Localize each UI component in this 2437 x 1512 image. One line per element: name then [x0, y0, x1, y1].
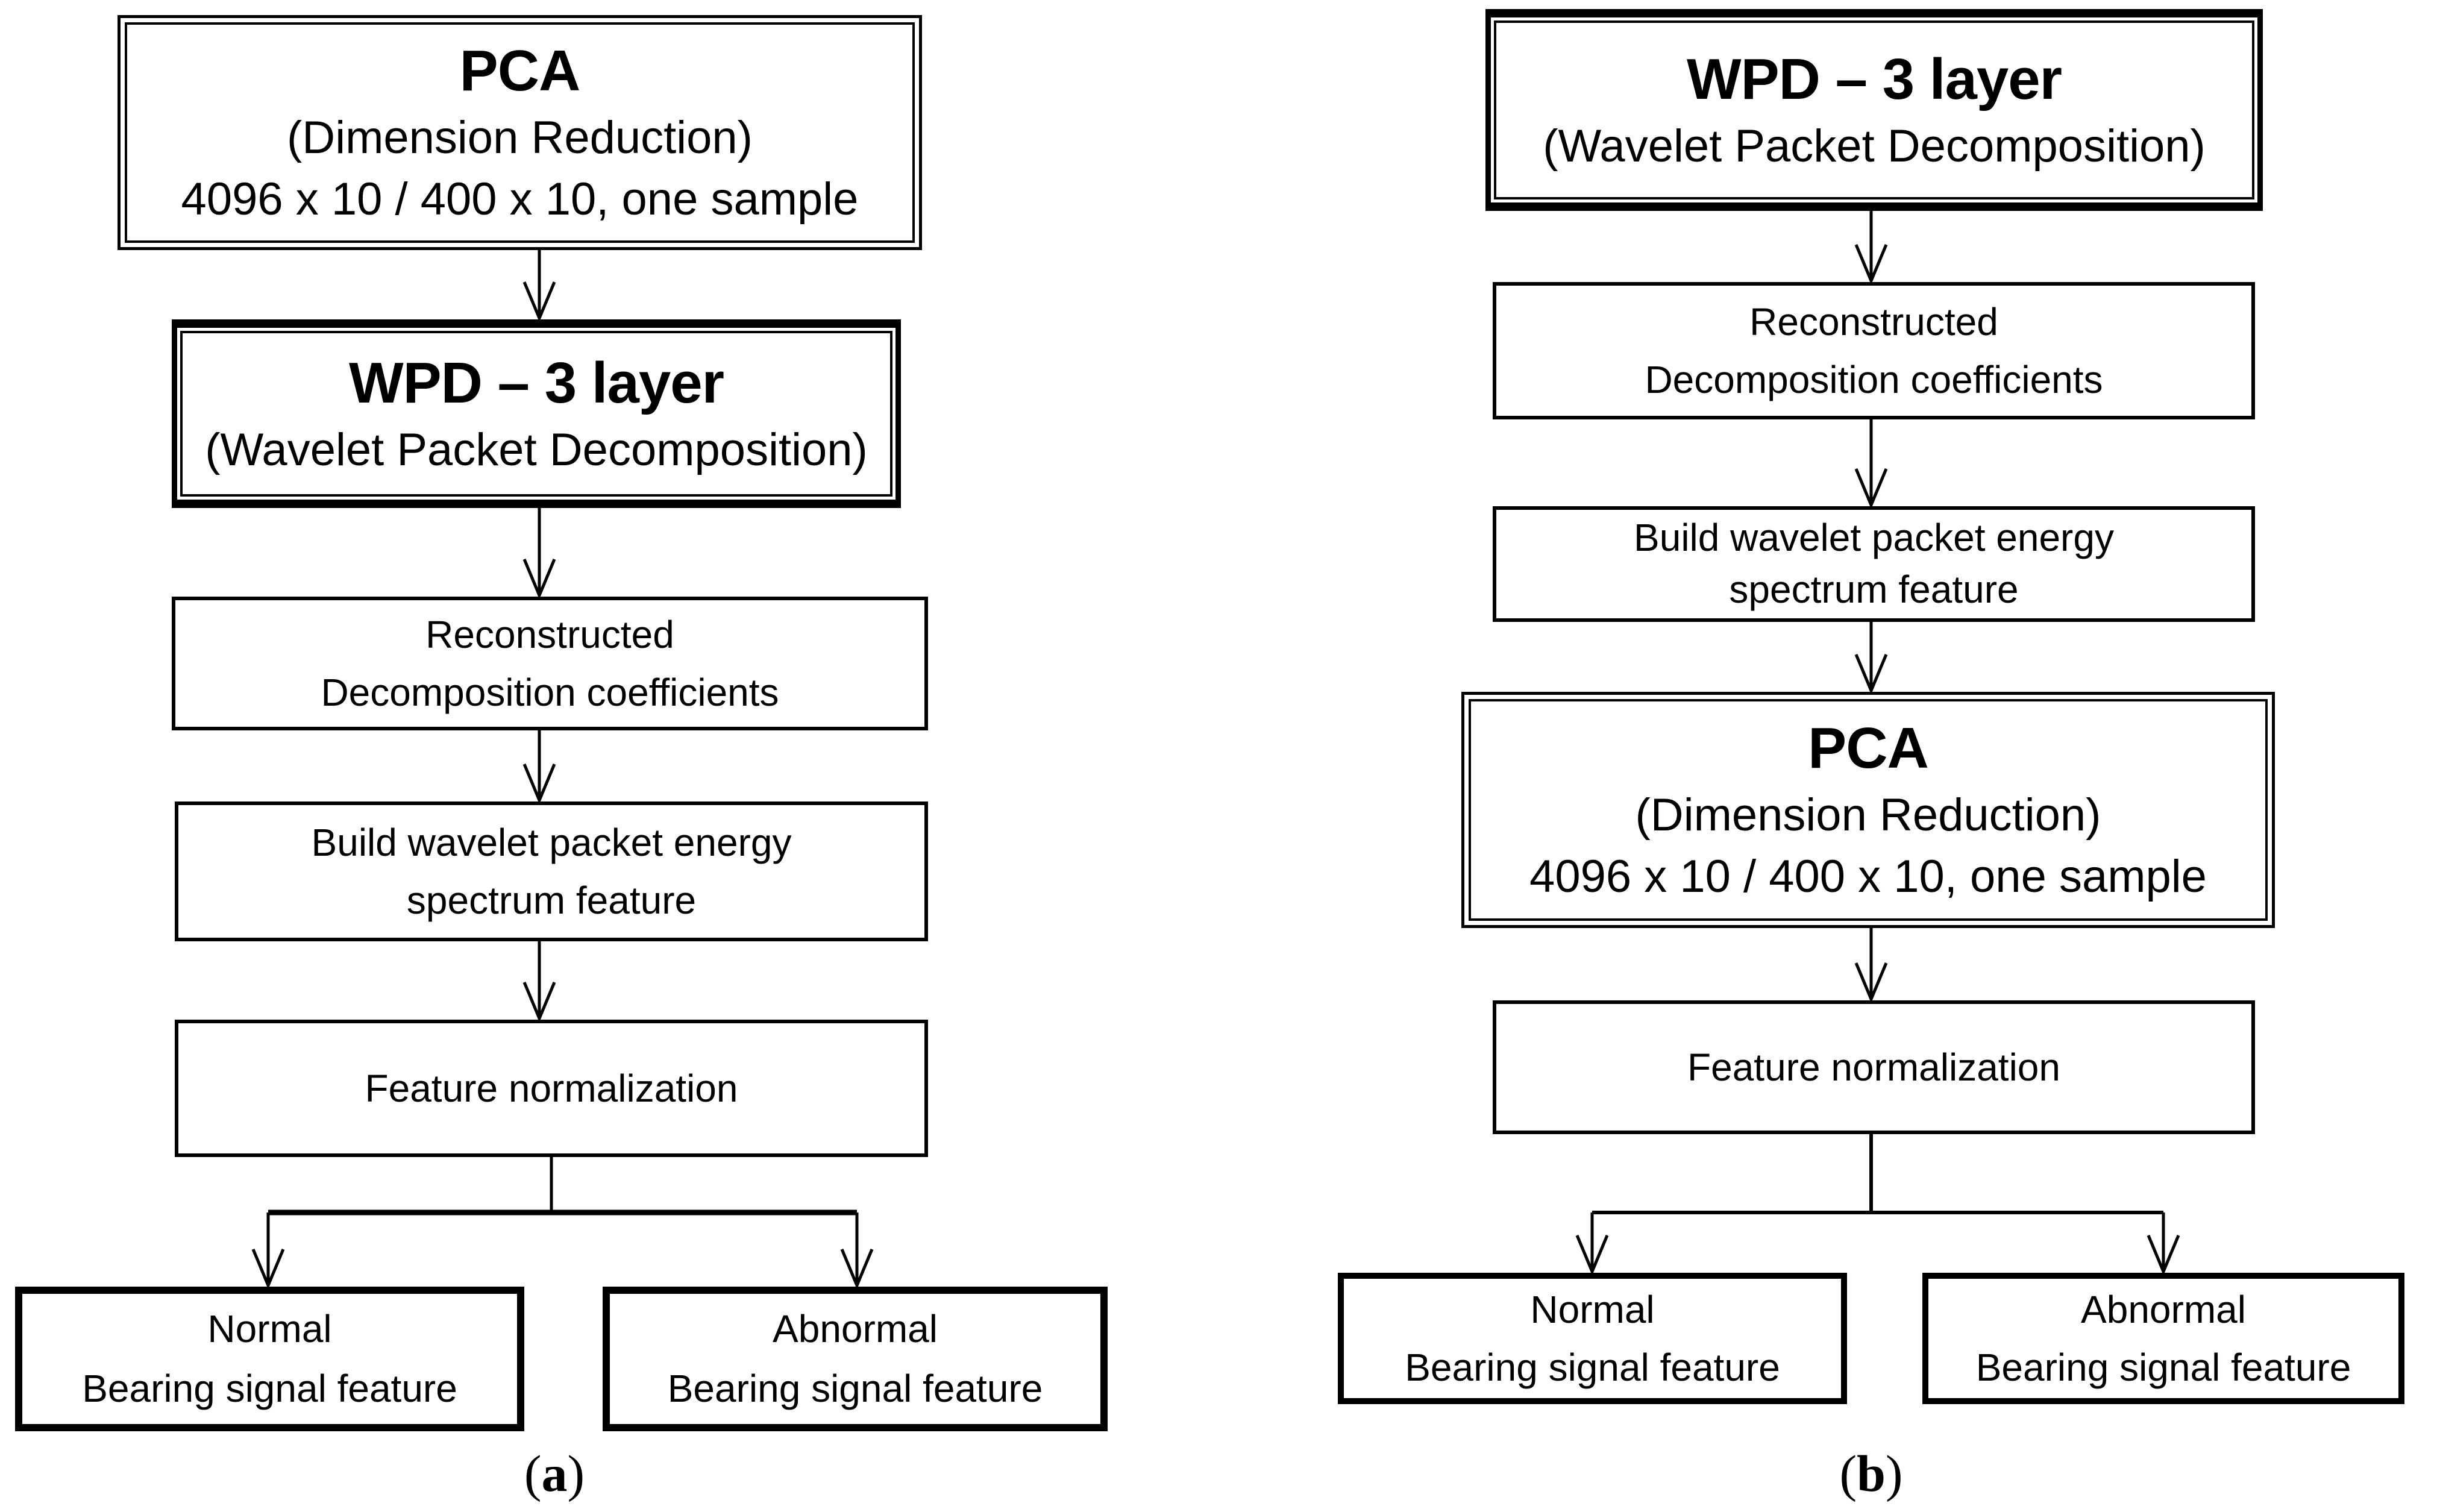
flow-box-a-abnormal: Abnormal Bearing signal feature	[603, 1287, 1108, 1431]
flow-box-b-build-energy: Build wavelet packet energy spectrum fea…	[1493, 506, 2255, 622]
box-line: Feature normalization	[365, 1067, 738, 1110]
box-title: PCA	[1808, 716, 1929, 781]
box-line: spectrum feature	[1729, 568, 2019, 611]
arrow-a-branch-to-abnormal	[840, 1212, 874, 1290]
flow-box-b-reconstructed: Reconstructed Decomposition coefficients	[1493, 282, 2255, 419]
box-line: Reconstructed	[425, 613, 674, 656]
box-line: (Wavelet Packet Decomposition)	[1543, 120, 2206, 172]
arrow-b-recon-to-build	[1854, 419, 1888, 509]
panel-label-b: (b)	[1805, 1445, 1937, 1502]
box-line: Build wavelet packet energy	[1634, 516, 2114, 560]
box-line: Build wavelet packet energy	[311, 821, 792, 864]
flow-box-b-feature-normalization: Feature normalization	[1493, 1000, 2255, 1134]
arrow-b-build-to-pca	[1854, 622, 1888, 695]
arrow-a-build-to-norm	[522, 941, 556, 1023]
box-line: 4096 x 10 / 400 x 10, one sample	[181, 174, 859, 225]
box-title: PCA	[459, 39, 581, 104]
arrow-b-branch-to-normal	[1575, 1212, 1609, 1276]
flow-box-a-reconstructed: Reconstructed Decomposition coefficients	[172, 597, 928, 730]
flow-box-a-build-energy: Build wavelet packet energy spectrum fea…	[175, 801, 928, 941]
flow-box-b-abnormal: Abnormal Bearing signal feature	[1922, 1273, 2404, 1404]
label-paren-open: (	[524, 1445, 542, 1502]
arrow-a-recon-to-build	[522, 730, 556, 805]
label-letter: a	[541, 1445, 568, 1502]
flow-box-a-pca: PCA (Dimension Reduction) 4096 x 10 / 40…	[118, 15, 922, 250]
arrow-b-branch-to-abnormal	[2147, 1212, 2180, 1276]
box-line: (Wavelet Packet Decomposition)	[205, 424, 868, 475]
box-line: Abnormal	[2081, 1288, 2246, 1331]
flow-box-b-normal: Normal Bearing signal feature	[1338, 1273, 1847, 1404]
flow-box-a-normal: Normal Bearing signal feature	[15, 1287, 524, 1431]
box-line: 4096 x 10 / 400 x 10, one sample	[1529, 851, 2207, 902]
box-line: Normal	[1530, 1288, 1655, 1331]
box-line: Bearing signal feature	[82, 1367, 457, 1410]
label-letter: b	[1857, 1445, 1886, 1502]
label-paren-open: (	[1839, 1445, 1857, 1502]
box-line: Abnormal	[773, 1307, 938, 1350]
label-paren-close: )	[567, 1445, 585, 1502]
label-paren-close: )	[1885, 1445, 1903, 1502]
box-line: (Dimension Reduction)	[287, 112, 753, 164]
flow-box-a-feature-normalization: Feature normalization	[175, 1020, 928, 1157]
box-line: Normal	[207, 1307, 332, 1350]
box-title: WPD – 3 layer	[349, 350, 724, 415]
flow-box-b-pca: PCA (Dimension Reduction) 4096 x 10 / 40…	[1461, 692, 2275, 928]
box-line: Reconstructed	[1749, 300, 1998, 343]
flow-box-b-wpd: WPD – 3 layer (Wavelet Packet Decomposit…	[1485, 9, 2263, 211]
arrow-a-branch-to-normal	[251, 1212, 285, 1290]
flow-box-a-wpd: WPD – 3 layer (Wavelet Packet Decomposit…	[172, 319, 901, 508]
arrow-a-wpd-to-recon	[522, 508, 556, 600]
box-line: spectrum feature	[406, 879, 697, 922]
arrow-b-pca-to-norm	[1854, 928, 1888, 1003]
panel-label-a: (a)	[488, 1445, 621, 1502]
arrow-b-wpd-to-recon	[1854, 211, 1888, 285]
box-title: WPD – 3 layer	[1687, 46, 2062, 111]
box-line: Bearing signal feature	[1975, 1346, 2351, 1389]
arrow-a-pca-to-wpd	[522, 250, 556, 322]
box-line: Decomposition coefficients	[1645, 358, 2103, 401]
box-line: Decomposition coefficients	[321, 671, 779, 714]
box-line: Feature normalization	[1687, 1046, 2060, 1089]
box-line: Bearing signal feature	[1405, 1346, 1780, 1389]
box-line: (Dimension Reduction)	[1635, 789, 2101, 841]
box-line: Bearing signal feature	[667, 1367, 1043, 1410]
